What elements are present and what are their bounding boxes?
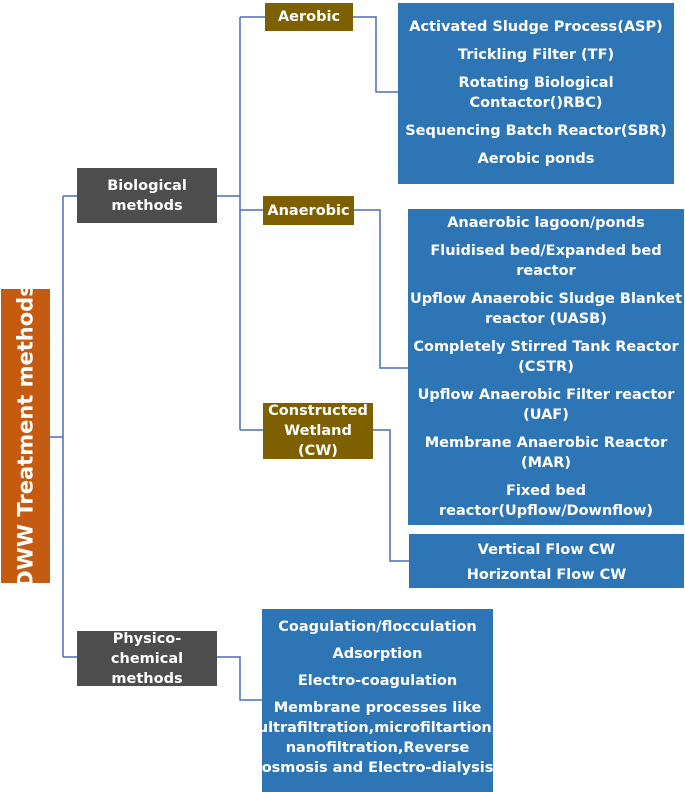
connector-anaerobic xyxy=(354,209,408,369)
root-label: DWW Treatment methods xyxy=(13,284,38,588)
list-item: Rotating Biological Contactor()RBC) xyxy=(458,75,614,111)
list-item: Electro-coagulation xyxy=(297,673,458,689)
list-item: Trickling Filter (TF) xyxy=(457,47,615,63)
list-item: Sequencing Batch Reactor(SBR) xyxy=(405,123,667,139)
anaerobic-node: Anaerobic xyxy=(263,196,354,225)
list-item: Membrane processes like ultrafiltration,… xyxy=(257,700,498,776)
aerobic-label: Aerobic xyxy=(277,9,341,25)
physico-chemical-methods-node: Physico-chemical methods xyxy=(77,630,217,687)
list-item: Anaerobic lagoon/ponds xyxy=(447,215,645,231)
list-item: Adsorption xyxy=(332,646,423,662)
list-item: Completely Stirred Tank Reactor (CSTR) xyxy=(413,339,679,375)
physico-chemical-methods-label: Physico-chemical methods xyxy=(110,630,184,687)
constructed-wetland-node: Constructed Wetland (CW) xyxy=(263,403,373,459)
list-item: Activated Sludge Process(ASP) xyxy=(409,19,663,35)
connector-physico xyxy=(217,656,262,701)
root-node: DWW Treatment methods xyxy=(1,284,50,588)
list-item: Upflow Anaerobic Filter reactor (UAF) xyxy=(417,387,675,423)
list-item: Upflow Anaerobic Sludge Blanket reactor … xyxy=(409,291,683,327)
constructed-wetland-label: Constructed Wetland (CW) xyxy=(268,403,368,459)
biological-methods-label: Biological methods xyxy=(107,177,187,214)
list-item: Membrane Anaerobic Reactor (MAR) xyxy=(424,435,668,471)
list-item: Coagulation/flocculation xyxy=(278,619,477,635)
physico-chemical-process-list: Coagulation/flocculation Adsorption Elec… xyxy=(258,609,497,792)
connector-cw xyxy=(373,429,409,562)
list-item: Horizontal Flow CW xyxy=(466,567,627,583)
aerobic-process-list: Activated Sludge Process(ASP) Trickling … xyxy=(398,3,674,184)
constructed-wetland-list: Vertical Flow CW Horizontal Flow CW xyxy=(409,534,684,588)
connector-aerobic xyxy=(353,16,398,93)
connector-biological xyxy=(217,16,265,431)
connector-root xyxy=(50,195,77,658)
list-item: Fluidised bed/Expanded bed reactor xyxy=(430,243,662,279)
list-item: Aerobic ponds xyxy=(477,151,595,167)
anaerobic-label: Anaerobic xyxy=(267,202,350,219)
biological-methods-node: Biological methods xyxy=(77,168,217,223)
list-item: Fixed bed reactor(Upflow/Downflow) xyxy=(438,483,654,519)
anaerobic-process-list: Anaerobic lagoon/ponds Fluidised bed/Exp… xyxy=(408,209,684,525)
list-item: Vertical Flow CW xyxy=(477,542,616,558)
aerobic-node: Aerobic xyxy=(265,3,353,31)
